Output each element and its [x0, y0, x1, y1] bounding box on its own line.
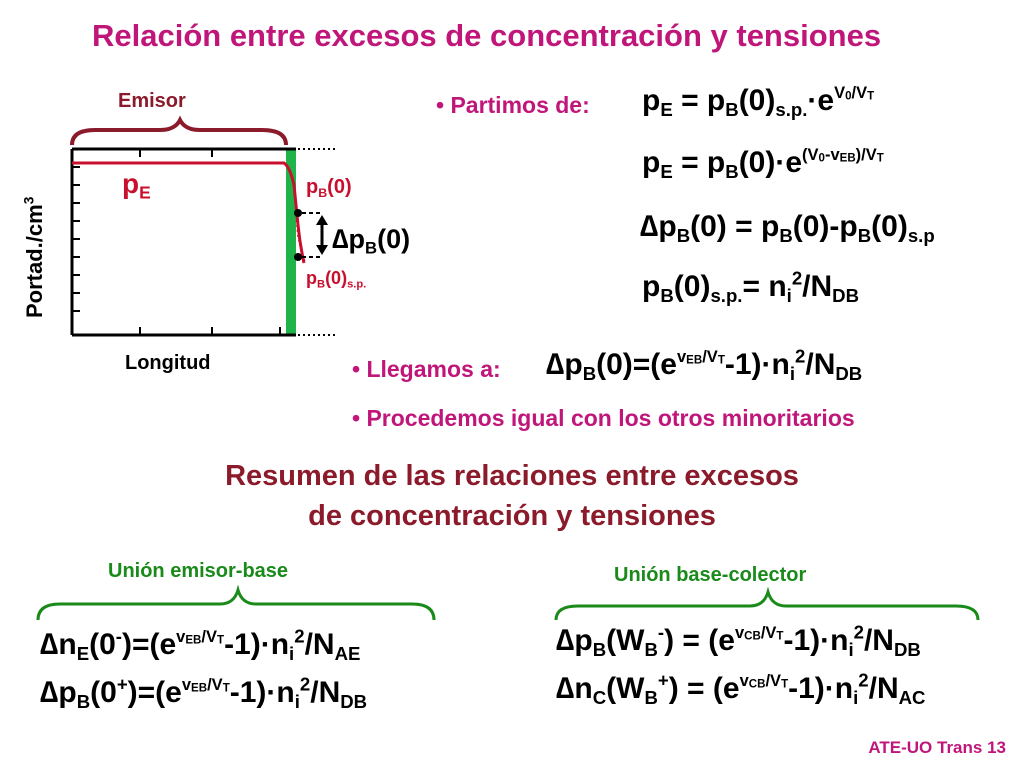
delta-arrow-down: [316, 245, 328, 255]
resumen-line-2: de concentración y tensiones: [308, 500, 716, 532]
footer-slide-id: ATE-UO Trans 13: [868, 738, 1006, 757]
pE-label: pE: [122, 168, 151, 203]
x-axis-label: Longitud: [125, 352, 211, 374]
x-ticks: [139, 149, 281, 335]
resumen-line-1: Resumen de las relaciones entre excesos: [225, 460, 799, 492]
union-bc-bracket: [554, 586, 980, 621]
pE-profile-dotted: [293, 184, 306, 264]
pB0-point: [294, 209, 302, 217]
y-ticks: [72, 166, 80, 312]
summary-eq-1: ∆nE(0-)=(evEB/VT-1)·ni2/NAE: [40, 625, 361, 664]
delta-pB0-label: ∆pB(0): [332, 224, 411, 258]
summary-eq-4: ∆nC(WB+) = (evCB/VT-1)·ni2/NAC: [556, 669, 926, 708]
emisor-label: Emisor: [118, 90, 186, 112]
bullet-llegamos: • Llegamos a:: [352, 356, 501, 382]
union-brackets: [36, 584, 980, 621]
pE-profile: [72, 161, 306, 264]
equation-2: pE = pB(0)·e(V0-vEB)/VT: [642, 146, 884, 182]
concentration-diagram: [70, 115, 338, 337]
union-eb-bracket: [36, 584, 436, 621]
equation-5: ∆pB(0)=(evEB/VT-1)·ni2/NDB: [546, 345, 863, 384]
page-title: Relación entre excesos de concentración …: [92, 18, 882, 53]
summary-eq-2: ∆pB(0+)=(evEB/VT-1)·ni2/NDB: [40, 673, 368, 712]
equation-1: pE = pB(0)s.p.·eV0/VT: [642, 84, 875, 120]
pBsp-point: [294, 253, 302, 261]
union-emisor-base-label: Unión emisor-base: [108, 560, 289, 582]
pBsp-label: pB(0)s.p.: [306, 268, 367, 291]
equation-3: ∆pB(0) = pB(0)-pB(0)s.p: [640, 210, 935, 246]
bullet-partimos: • Partimos de:: [436, 92, 590, 118]
summary-eq-3: ∆pB(WB-) = (evCB/VT-1)·ni2/NDB: [556, 621, 921, 660]
equation-4: pB(0)s.p.= ni2/NDB: [642, 267, 860, 306]
pB0-label: pB(0): [306, 176, 352, 200]
bullet-procedemos: • Procedemos igual con los otros minorit…: [352, 405, 855, 431]
y-axis-label: Portad./cm3: [21, 196, 47, 318]
emisor-bracket: [70, 115, 288, 146]
union-base-colector-label: Unión base-colector: [614, 564, 807, 586]
base-region: [286, 149, 296, 335]
delta-arrow-up: [316, 215, 328, 225]
